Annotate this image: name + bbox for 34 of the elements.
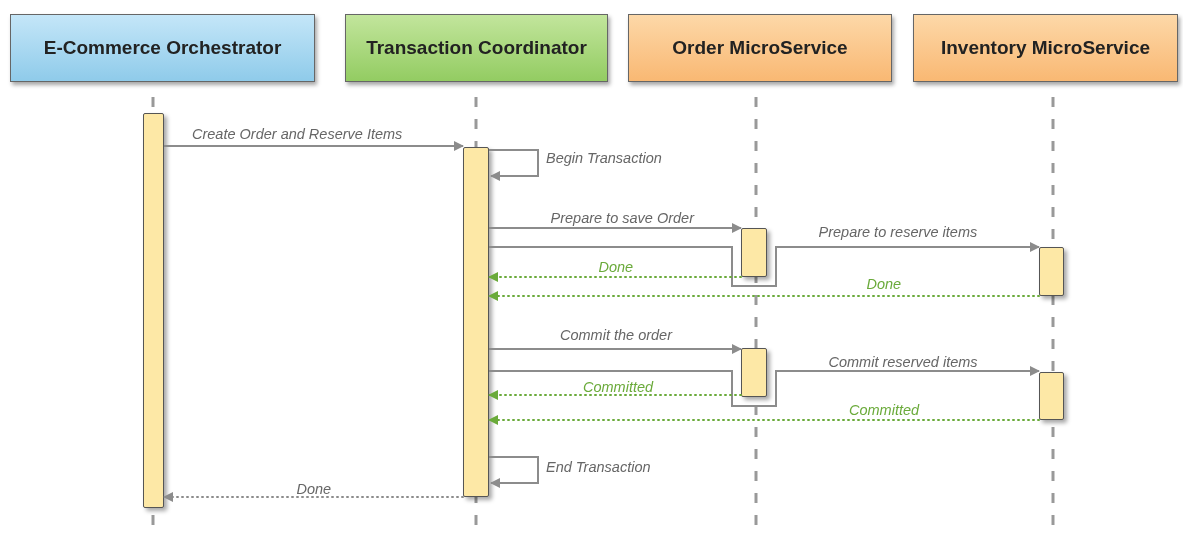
message-label: Begin Transaction bbox=[546, 150, 662, 167]
message-label: Create Order and Reserve Items bbox=[192, 126, 403, 143]
activation-bar bbox=[1039, 247, 1064, 296]
message-arrow bbox=[488, 456, 539, 488]
message-label: Commit the order bbox=[560, 327, 672, 344]
participant-box: Inventory MicroService bbox=[913, 14, 1178, 82]
participant-box: Transaction Coordinator bbox=[345, 14, 608, 82]
message-label: Done bbox=[598, 259, 634, 276]
message-arrow bbox=[488, 390, 742, 400]
message-label: Prepare to reserve items bbox=[818, 224, 978, 241]
message-arrow bbox=[488, 291, 1040, 301]
message-label: Commit reserved items bbox=[828, 354, 978, 371]
activation-bar bbox=[143, 113, 164, 508]
message-label: Done bbox=[296, 481, 332, 498]
activation-bar bbox=[1039, 372, 1064, 420]
message-label: Committed bbox=[583, 379, 654, 396]
message-arrow bbox=[488, 223, 742, 233]
message-arrow bbox=[488, 366, 1040, 407]
message-arrow bbox=[488, 344, 742, 354]
message-label: Committed bbox=[849, 402, 920, 419]
message-arrow bbox=[488, 242, 1040, 287]
message-arrow bbox=[163, 492, 464, 502]
participant-box: E-Commerce Orchestrator bbox=[10, 14, 315, 82]
message-arrow bbox=[488, 149, 539, 181]
activation-bar bbox=[463, 147, 489, 497]
message-label: Prepare to save Order bbox=[550, 210, 694, 227]
message-arrow bbox=[488, 415, 1040, 425]
participant-box: Order MicroService bbox=[628, 14, 892, 82]
message-label: End Transaction bbox=[546, 459, 651, 476]
message-arrow bbox=[163, 141, 464, 151]
activation-bar bbox=[741, 228, 767, 277]
message-arrow bbox=[488, 272, 742, 282]
activation-bar bbox=[741, 348, 767, 397]
message-label: Done bbox=[866, 276, 902, 293]
